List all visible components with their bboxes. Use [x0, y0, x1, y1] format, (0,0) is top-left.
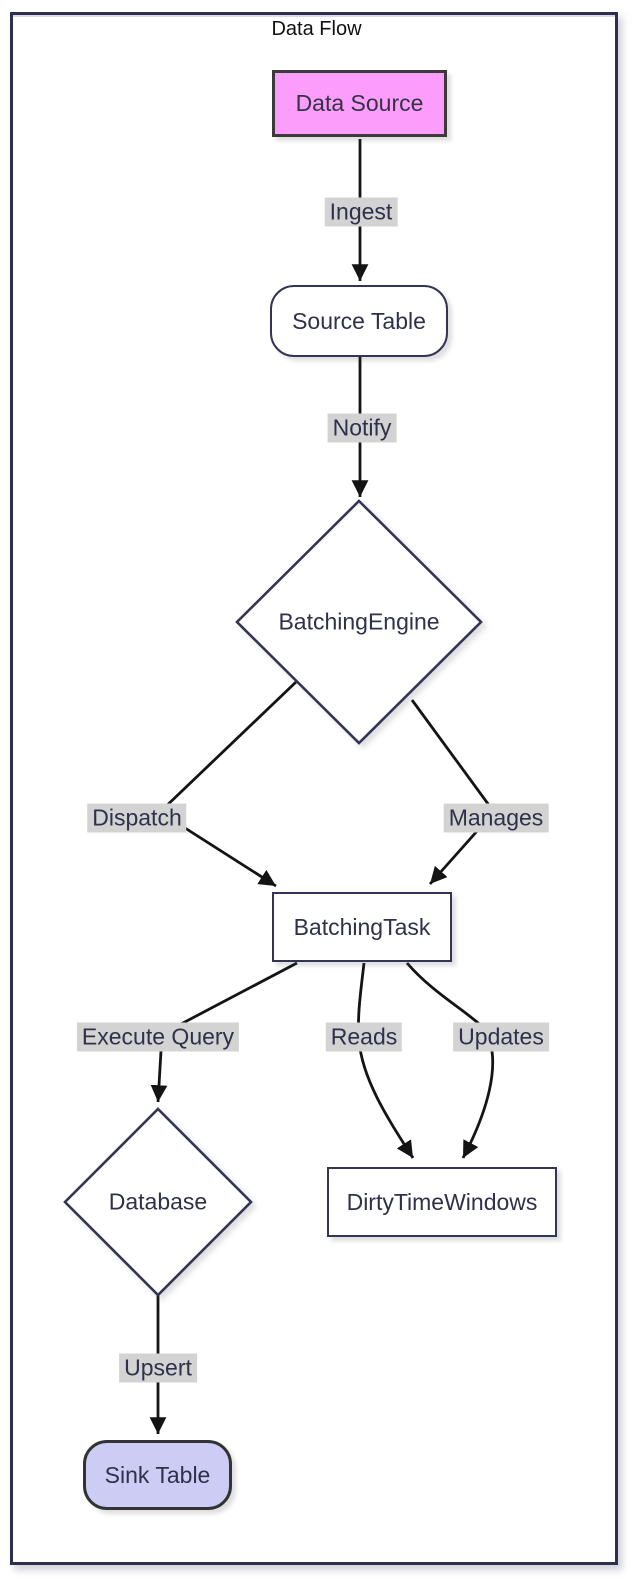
edge-reads-line: [357, 962, 415, 1159]
edge-updates-line: [405, 962, 495, 1159]
edge-label-manages: Manages: [443, 803, 549, 833]
edge-label-notify: Notify: [327, 413, 397, 443]
node-batching-engine-shape: [235, 499, 483, 745]
edge-label-execute-query: Execute Query: [76, 1022, 240, 1052]
diagram-title: Data Flow: [271, 18, 362, 40]
node-batching-engine-label: BatchingEngine: [278, 608, 440, 635]
node-batching-task-label: BatchingTask: [293, 913, 431, 940]
edge-manages-line: [410, 699, 496, 885]
diagram-frame: [10, 12, 618, 1565]
node-source-table-label: Source Table: [292, 307, 426, 334]
edge-label-dispatch: Dispatch: [87, 803, 187, 833]
node-data-source: Data Source: [272, 70, 447, 137]
edge-label-ingest: Ingest: [324, 197, 398, 227]
node-data-source-label: Data Source: [295, 90, 424, 116]
node-database-shape: [63, 1107, 253, 1297]
node-dirty-time-windows: DirtyTimeWindows: [327, 1167, 557, 1237]
edge-label-upsert: Upsert: [119, 1353, 197, 1383]
edge-dispatch-line: [157, 680, 297, 888]
node-database-label: Database: [108, 1188, 208, 1215]
edge-label-updates: Updates: [453, 1022, 549, 1052]
edge-label-reads: Reads: [325, 1022, 403, 1052]
node-sink-table-label: Sink Table: [104, 1461, 211, 1488]
node-dirty-time-windows-label: DirtyTimeWindows: [346, 1188, 538, 1215]
node-source-table: Source Table: [270, 285, 448, 357]
diamond-shapes: [63, 499, 483, 1297]
node-batching-task: BatchingTask: [272, 892, 452, 962]
node-sink-table: Sink Table: [83, 1440, 232, 1510]
